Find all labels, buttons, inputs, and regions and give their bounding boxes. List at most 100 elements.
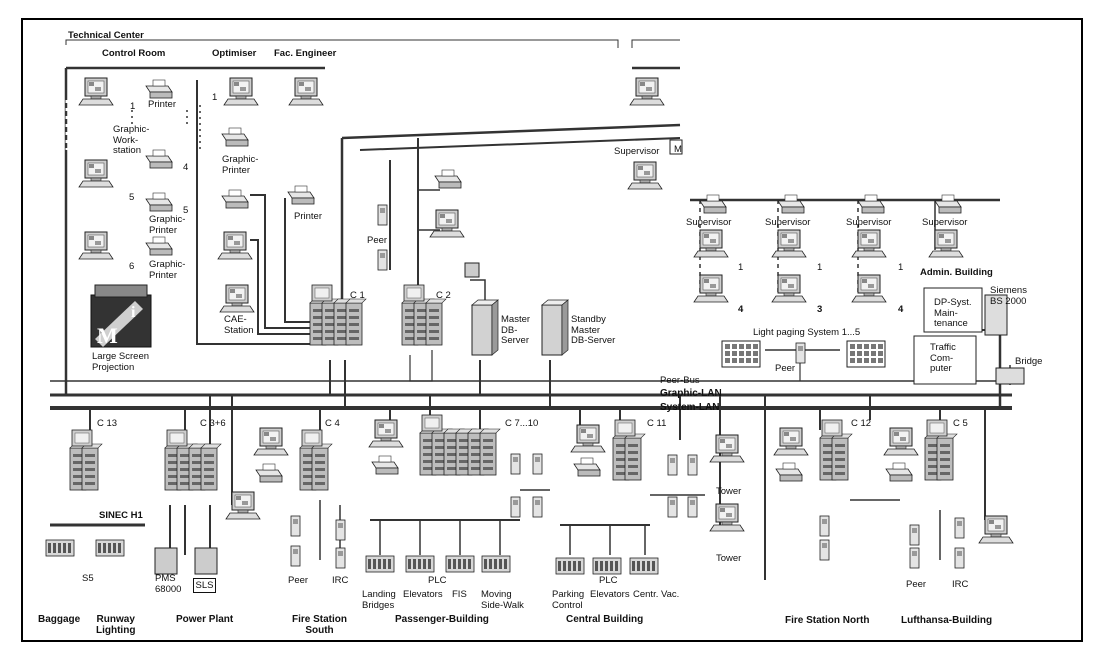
light-paging-panel-a — [721, 340, 761, 368]
cae-station-label: CAE- Station — [224, 314, 254, 336]
paging-peer-icon — [795, 342, 806, 364]
south-irc-icon-b — [335, 547, 346, 569]
supervisor-label-3: Supervisor — [846, 217, 892, 228]
tower-label-b: Tower — [716, 553, 742, 564]
technical-center-bracket — [65, 39, 619, 48]
server-c2-icon — [401, 284, 447, 346]
central-device-c — [667, 496, 678, 518]
server-c12-icon — [819, 419, 853, 481]
c5-label: C 5 — [953, 418, 968, 429]
server-c2-label: C 2 — [436, 290, 451, 301]
diagram-frame — [21, 18, 1083, 642]
optimiser-label: Optimiser — [212, 48, 257, 59]
zone-passenger-building: Passenger-Building — [395, 614, 489, 625]
optimiser-workstation-icon — [223, 77, 259, 106]
master-db-label: Master DB- Server — [501, 314, 531, 346]
large-screen-logo: Mi — [90, 294, 152, 348]
central-workstation-icon — [570, 424, 606, 453]
dp-syst-label: DP-Syst. Main- tenance — [934, 297, 972, 329]
workstation-number-5: 5 — [129, 192, 135, 203]
logo-letter-m: M — [97, 323, 118, 348]
parking-plc-icon — [555, 557, 585, 575]
sinec-label: SINEC H1 — [99, 510, 143, 521]
c11-label: C 11 — [647, 418, 667, 429]
moving-sidewalk-label: Moving Side-Walk — [481, 589, 524, 611]
central-device-a — [667, 454, 678, 476]
master-db-icon — [471, 299, 499, 356]
parking-control-label: Parking Control — [552, 589, 585, 611]
c3-6-label: C 3+6 — [200, 418, 226, 429]
luft-peer-icon-a — [909, 524, 920, 546]
workstation-icon-1 — [78, 77, 114, 106]
light-paging-panel-b — [846, 340, 886, 368]
luft-irc-icon-a — [954, 517, 965, 539]
system-lan-label: System-LAN — [660, 402, 720, 413]
printer-icon-fac — [287, 185, 315, 205]
c2-workstation-icon — [429, 209, 465, 238]
cable-workstation — [250, 239, 318, 335]
count-3: 3 — [817, 304, 823, 315]
luft-workstation-icon-b — [978, 515, 1014, 544]
passenger-device-c — [510, 496, 521, 518]
m-box-label: M — [674, 144, 682, 155]
control-room-label: Control Room — [102, 48, 166, 59]
large-screen-label: Large Screen Projection — [92, 351, 150, 373]
standby-db-icon — [541, 299, 569, 356]
central-printer-icon — [573, 457, 601, 477]
peer-bus-drop — [409, 350, 433, 382]
zone-power-plant: Power Plant — [176, 614, 234, 625]
supervisor-ws-bottom-icon-2 — [771, 274, 807, 303]
centr-vac-label: Centr. Vac. — [633, 589, 680, 600]
passenger-device-d — [532, 496, 543, 518]
admin-printer-icon-1 — [699, 194, 727, 214]
c12-label: C 12 — [851, 418, 872, 429]
cable-admin-top — [341, 123, 681, 140]
graphic-workstation-label: Graphic- Work- station — [113, 124, 150, 156]
power-workstation-icon — [225, 491, 261, 520]
router-icon — [464, 262, 480, 278]
admin-building-label: Admin. Building — [920, 267, 993, 278]
server-c3-6-icon — [164, 429, 222, 491]
peer-device-a — [377, 204, 388, 226]
south-peer-icon-a — [290, 515, 301, 537]
logo-letter-i: i — [131, 304, 136, 321]
peer-south-label: Peer — [288, 575, 309, 586]
graphic-printer-label-b: Graphic- Printer — [149, 259, 186, 281]
supervisor-ws-icon-1 — [693, 229, 729, 258]
zone-central-building: Central Building — [566, 614, 644, 625]
dp-syst-box — [923, 287, 983, 333]
fis-plc-icon — [445, 555, 475, 573]
irc-lufthansa-label: IRC — [952, 579, 969, 590]
supervisor-ws-bottom-icon-1 — [693, 274, 729, 303]
technical-center-bracket-right — [631, 39, 680, 48]
supervisor-ws-bottom-icon-3 — [851, 274, 887, 303]
supervisor-top-label: Supervisor — [614, 146, 660, 157]
cable-control-room — [196, 80, 320, 345]
north-printer-icon — [775, 462, 803, 482]
luft-irc-icon-b — [954, 547, 965, 569]
peer-label: Peer — [367, 235, 388, 246]
south-peer-icon-b — [290, 545, 301, 567]
admin-printer-icon-4 — [934, 194, 962, 214]
server-c7-10-icon — [419, 414, 501, 476]
bridge-label: Bridge — [1015, 356, 1043, 367]
passenger-device-b — [532, 453, 543, 475]
peer-lufthansa-label: Peer — [906, 579, 927, 590]
south-printer-icon — [255, 463, 283, 483]
s5-label: S5 — [82, 573, 94, 584]
fis-label: FIS — [452, 589, 467, 600]
c4-label: C 4 — [325, 418, 340, 429]
printer-number-5: 5 — [183, 205, 189, 216]
cae-station-icon — [219, 284, 255, 313]
pms-device-icon — [154, 547, 178, 575]
server-c11-icon — [612, 419, 646, 481]
graphic-printer-label-a: Graphic- Printer — [149, 214, 186, 236]
server-c1-label: C 1 — [350, 290, 365, 301]
printer-icon — [145, 79, 173, 99]
workstation-icon-opt — [217, 231, 253, 260]
north-workstation-icon — [773, 427, 809, 456]
supervisor-icon-top — [627, 161, 663, 190]
pms-label: PMS 68000 — [155, 573, 182, 595]
printer-icon-opt — [221, 189, 249, 209]
